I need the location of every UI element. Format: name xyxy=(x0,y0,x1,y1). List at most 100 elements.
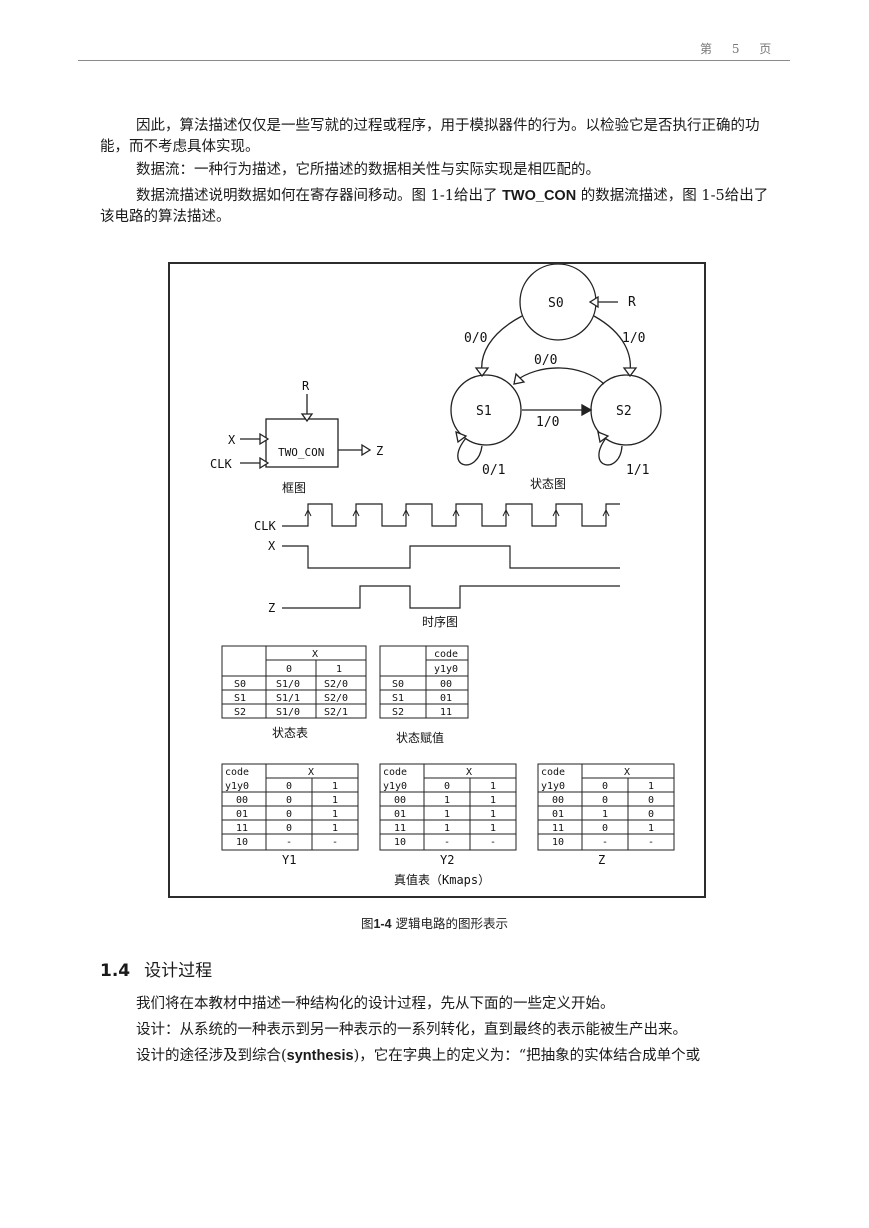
caption-text: 逻辑电路的图形表示 xyxy=(395,916,509,931)
table-cell: S1/0 xyxy=(276,679,300,690)
truth-header-col: 1 xyxy=(490,781,496,792)
table-cell: 1 xyxy=(444,823,450,834)
transition-label: 1/0 xyxy=(622,331,645,346)
arrowhead xyxy=(622,367,638,378)
clk-edge-marker xyxy=(304,508,312,517)
table-cell: 1 xyxy=(444,809,450,820)
table-cell: 00 xyxy=(394,795,406,806)
truth-header-code: code xyxy=(541,767,565,778)
state-s1-circle xyxy=(450,374,522,446)
table-cell: 01 xyxy=(394,809,406,820)
state-table-header: X xyxy=(312,649,318,660)
table-cell: 1 xyxy=(332,823,338,834)
table-cell: S1 xyxy=(392,693,404,704)
truth-table-grid xyxy=(379,763,517,851)
table-cell: 11 xyxy=(394,823,406,834)
state-table-grid xyxy=(221,645,367,719)
table-cell: 0 xyxy=(602,795,608,806)
caption-prefix: 图 xyxy=(360,916,374,931)
table-cell: 0 xyxy=(286,823,292,834)
block-output-label: Z xyxy=(376,444,383,458)
clk-edge-marker xyxy=(452,508,460,517)
table-cell: 01 xyxy=(440,693,452,704)
truth-header-y1y0: y1y0 xyxy=(383,781,407,792)
truth-header-y1y0: y1y0 xyxy=(225,781,249,792)
table-cell: 01 xyxy=(236,809,248,820)
paragraph-synthesis: 设计的途径涉及到综合(synthesis)，它在字典上的定义为：“把抽象的实体结… xyxy=(100,1046,772,1067)
table-cell: 0 xyxy=(648,795,654,806)
table-cell: S2/1 xyxy=(324,707,348,718)
truth-table-name: Y1 xyxy=(282,853,296,867)
paragraph-dataflow-def: 数据流：一种行为描述，它所描述的数据相关性与实际实现是相匹配的。 xyxy=(136,162,600,178)
z-waveform xyxy=(282,585,620,609)
table-cell: S0 xyxy=(234,679,246,690)
block-input-label: CLK xyxy=(210,457,232,471)
timing-signal-label: X xyxy=(268,539,276,553)
table-cell: S2/0 xyxy=(324,693,348,704)
transition-s2-s1 xyxy=(513,367,605,385)
table-cell: 0 xyxy=(648,809,654,820)
truth-table-grid xyxy=(537,763,675,851)
table-cell: 00 xyxy=(440,679,452,690)
reset-label: R xyxy=(628,295,636,310)
section-title: 设计过程 xyxy=(144,961,213,981)
table-cell: S1/0 xyxy=(276,707,300,718)
table-cell: S0 xyxy=(392,679,404,690)
state-table-col: 1 xyxy=(336,664,342,675)
timing-signal-label: CLK xyxy=(254,519,276,533)
table-cell: 10 xyxy=(236,837,248,848)
timing-diagram xyxy=(282,503,620,609)
text-run: 数据流描述说明数据如何在寄存器间移动。图 1-1给出了 xyxy=(136,188,498,204)
clk-edge-marker xyxy=(602,508,610,517)
truth-header-col: 1 xyxy=(332,781,338,792)
table-cell: 11 xyxy=(552,823,564,834)
page-number: 第 5 页 xyxy=(700,42,780,56)
arrowhead xyxy=(597,430,610,444)
transition-label: 0/1 xyxy=(482,463,505,478)
state-label: S0 xyxy=(548,296,564,311)
truth-header-x: X xyxy=(308,767,314,778)
truth-header-y1y0: y1y0 xyxy=(541,781,565,792)
arrowhead xyxy=(581,403,593,417)
caption-number: 1-4 xyxy=(373,917,392,931)
table-cell: - xyxy=(332,837,338,848)
table-cell: - xyxy=(648,837,654,848)
arrowhead xyxy=(513,372,526,385)
state-table-label: 状态表 xyxy=(272,726,308,740)
transition-label: 0/0 xyxy=(534,353,557,368)
table-cell: 1 xyxy=(332,809,338,820)
table-cell: 1 xyxy=(444,795,450,806)
transition-label: 1/1 xyxy=(626,463,649,478)
truth-header-col: 0 xyxy=(444,781,450,792)
assignment-table-grid xyxy=(379,645,469,719)
paragraph-design-intro: 我们将在本教材中描述一种结构化的设计过程，先从下面的一些定义开始。 xyxy=(136,996,615,1012)
table-cell: - xyxy=(444,837,450,848)
table-cell: 11 xyxy=(236,823,248,834)
assignment-header: y1y0 xyxy=(434,664,458,675)
state-label: S2 xyxy=(616,404,632,419)
table-cell: S2 xyxy=(392,707,404,718)
x-waveform xyxy=(282,545,620,569)
block-name: TWO_CON xyxy=(278,446,324,459)
transition-s0-s1 xyxy=(481,315,523,373)
header-rule xyxy=(78,60,790,61)
transition-label: 1/0 xyxy=(536,415,559,430)
state-label: S1 xyxy=(476,404,492,419)
truth-header-code: code xyxy=(225,767,249,778)
table-cell: 0 xyxy=(602,823,608,834)
truth-header-col: 0 xyxy=(286,781,292,792)
table-cell: - xyxy=(490,837,496,848)
table-cell: 1 xyxy=(490,809,496,820)
truth-table-grid xyxy=(221,763,359,851)
arrowhead xyxy=(588,295,599,309)
table-cell: S2 xyxy=(234,707,246,718)
table-cell: 1 xyxy=(490,795,496,806)
clk-edge-marker xyxy=(402,508,410,517)
text-run: )，它在字典上的定义为：“把抽象的实体结合成单个或 xyxy=(353,1048,701,1064)
block-reset-label: R xyxy=(302,379,310,393)
state-table-col: 0 xyxy=(286,664,292,675)
table-cell: S2/0 xyxy=(324,679,348,690)
truth-table-label: 真值表（Kmaps） xyxy=(394,872,490,887)
